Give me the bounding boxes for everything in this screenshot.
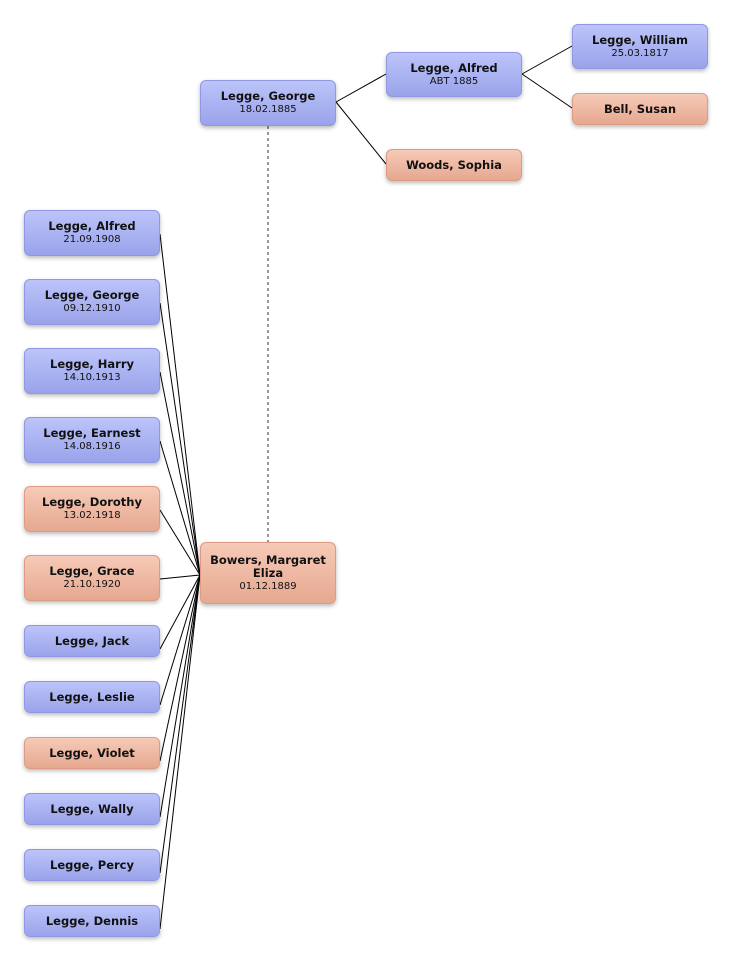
person-date: 21.10.1920: [63, 579, 121, 590]
person-date: 14.08.1916: [63, 441, 121, 452]
person-name: Legge, George: [44, 288, 140, 302]
connector-child: [159, 574, 201, 580]
person-name: Legge, Wally: [50, 801, 134, 816]
connector-grandfather-greatgrandmother: [521, 73, 573, 109]
connector-grandfather-greatgrandfather: [521, 45, 573, 75]
connector-child: [159, 302, 201, 576]
connector-child: [159, 574, 201, 818]
person-great-grandmother[interactable]: Bell, Susan: [572, 93, 708, 125]
person-name: Legge, Harry: [50, 357, 134, 371]
person-child[interactable]: Legge, Dennis: [24, 905, 160, 937]
connector-child: [159, 440, 201, 576]
person-child[interactable]: Legge, Wally: [24, 793, 160, 825]
person-date: 09.12.1910: [63, 303, 121, 314]
person-child[interactable]: Legge, Percy: [24, 849, 160, 881]
connector-child: [159, 574, 201, 706]
person-father[interactable]: Legge, George 18.02.1885: [200, 80, 336, 126]
person-name: Legge, Earnest: [43, 426, 141, 440]
person-date: 25.03.1817: [611, 47, 669, 59]
person-date: 13.02.1918: [63, 510, 121, 521]
person-name: Legge, Alfred: [410, 60, 498, 75]
person-name: Legge, Dorothy: [42, 495, 142, 509]
connector-child: [159, 233, 201, 576]
person-name: Legge, George: [220, 89, 316, 103]
person-name: Bell, Susan: [603, 101, 677, 116]
person-name: Legge, Percy: [50, 857, 134, 872]
person-name: Legge, Alfred: [48, 219, 136, 233]
person-child[interactable]: Legge, Jack: [24, 625, 160, 657]
connector-child: [159, 574, 201, 762]
person-date: ABT 1885: [429, 75, 479, 87]
person-child[interactable]: Legge, Violet: [24, 737, 160, 769]
connector-child: [159, 509, 201, 576]
person-grandfather[interactable]: Legge, Alfred ABT 1885: [386, 52, 522, 97]
person-date: 14.10.1913: [63, 372, 121, 383]
person-name: Bowers, Margaret Eliza: [210, 552, 326, 580]
person-name: Legge, William: [592, 32, 688, 47]
person-date: 01.12.1889: [239, 580, 297, 592]
person-date: 21.09.1908: [63, 234, 121, 245]
person-name: Legge, Jack: [54, 633, 130, 648]
person-great-grandfather[interactable]: Legge, William 25.03.1817: [572, 24, 708, 69]
person-name: Legge, Leslie: [49, 689, 135, 704]
connector-child: [159, 574, 201, 650]
connector-child: [159, 574, 201, 874]
person-name: Legge, Dennis: [45, 913, 139, 928]
connector-father-grandmother: [335, 101, 387, 165]
connector-child: [159, 574, 201, 930]
person-name: Woods, Sophia: [406, 157, 502, 172]
person-grandmother[interactable]: Woods, Sophia: [386, 149, 522, 181]
person-name: Legge, Grace: [49, 564, 135, 578]
person-date: 18.02.1885: [239, 104, 297, 115]
person-child[interactable]: Legge, Leslie: [24, 681, 160, 713]
connector-child: [159, 371, 201, 576]
person-name: Legge, Violet: [49, 745, 135, 760]
connector-father-grandfather: [335, 73, 387, 103]
person-mother[interactable]: Bowers, Margaret Eliza 01.12.1889: [200, 542, 336, 604]
